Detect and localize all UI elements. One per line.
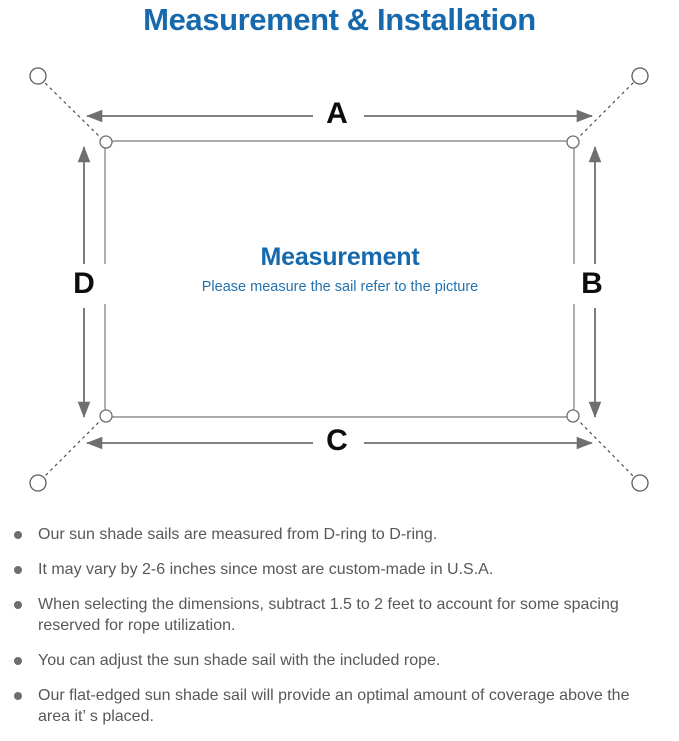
d-ring-bottom-left	[99, 409, 113, 423]
dimension-label-a: A	[313, 99, 361, 129]
dimension-label-d: D	[62, 264, 106, 304]
rope-line-bottom-right	[575, 417, 638, 481]
sail-center-subtitle: Please measure the sail refer to the pic…	[201, 279, 479, 295]
dimension-label-c: C	[313, 426, 361, 456]
anchor-point-top-right	[631, 67, 649, 85]
anchor-point-bottom-left	[29, 474, 47, 492]
bullet-icon	[14, 601, 22, 609]
list-item: It may vary by 2-6 inches since most are…	[8, 559, 665, 580]
rope-line-top-right	[575, 78, 638, 141]
dimension-label-b: B	[570, 264, 614, 304]
anchor-point-bottom-right	[631, 474, 649, 492]
rope-line-top-left	[40, 78, 104, 141]
d-ring-top-right	[566, 135, 580, 149]
page-title: Measurement & Installation	[143, 2, 536, 37]
sail-center-title: Measurement	[260, 243, 420, 271]
anchor-point-top-left	[29, 67, 47, 85]
list-item-text: It may vary by 2-6 inches since most are…	[38, 561, 494, 578]
d-ring-top-left	[99, 135, 113, 149]
bullet-icon	[14, 657, 22, 665]
list-item-text: Our sun shade sails are measured from D-…	[38, 526, 438, 543]
list-item: When selecting the dimensions, subtract …	[8, 594, 665, 636]
list-item-text: When selecting the dimensions, subtract …	[38, 596, 619, 634]
list-item-text: Our flat-edged sun shade sail will provi…	[38, 687, 630, 725]
bullet-icon	[14, 566, 22, 574]
list-item-text: You can adjust the sun shade sail with t…	[38, 652, 441, 669]
d-ring-bottom-right	[566, 409, 580, 423]
diagram-canvas	[29, 67, 649, 492]
sail-center-caption: Measurement Please measure the sail refe…	[115, 242, 565, 298]
list-item: You can adjust the sun shade sail with t…	[8, 650, 665, 671]
list-item: Our flat-edged sun shade sail will provi…	[8, 685, 665, 727]
bullet-icon	[14, 692, 22, 700]
sail-measurement-diagram: A B C D Measurement Please measure the s…	[0, 52, 679, 517]
notes-list: Our sun shade sails are measured from D-…	[0, 524, 679, 741]
bullet-icon	[14, 531, 22, 539]
list-item: Our sun shade sails are measured from D-…	[8, 524, 665, 545]
rope-line-bottom-left	[40, 417, 104, 481]
